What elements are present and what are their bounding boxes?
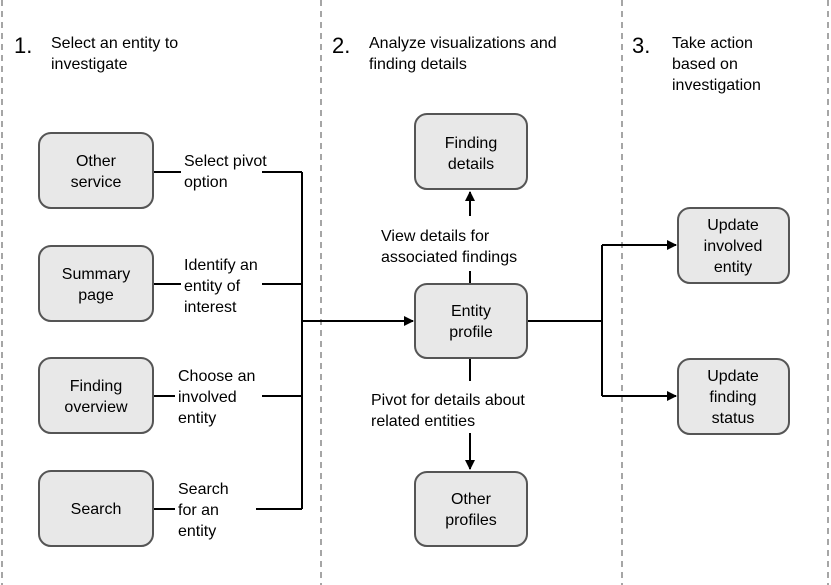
- box-label: details: [448, 156, 494, 173]
- column-title-line: finding details: [369, 56, 467, 73]
- connector-label: interest: [184, 299, 237, 316]
- column-header-3: 3. Take action based on investigation: [632, 33, 761, 94]
- source-connectors: [153, 171, 414, 510]
- column-title-line: based on: [672, 56, 738, 73]
- finding-overview-box[interactable]: Finding overview: [38, 357, 154, 434]
- box-label: Search: [71, 501, 122, 518]
- connector-label: related entities: [371, 413, 475, 430]
- column-number: 3.: [632, 33, 650, 58]
- view-details-label: View details for associated findings: [381, 228, 517, 266]
- source-label-1: Select pivot option: [184, 153, 267, 191]
- entity-profile-box[interactable]: Entity profile: [414, 283, 528, 359]
- column-title-line: Analyze visualizations and: [369, 35, 557, 52]
- other-profiles-box[interactable]: Other profiles: [414, 471, 528, 547]
- box-label: entity: [714, 259, 752, 276]
- connector-label: for an: [178, 502, 219, 519]
- connector-label: View details for: [381, 228, 490, 245]
- connector-label: Identify an: [184, 257, 258, 274]
- connector-label: involved: [178, 389, 237, 406]
- update-finding-status-box[interactable]: Update finding status: [677, 358, 790, 435]
- box-label: involved: [704, 238, 763, 255]
- column-header-1: 1. Select an entity to investigate: [14, 33, 178, 73]
- column-title-line: investigate: [51, 56, 128, 73]
- box-label: Update: [707, 368, 759, 385]
- box-label: overview: [64, 399, 128, 416]
- connector-label: associated findings: [381, 249, 517, 266]
- other-service-box[interactable]: Other service: [38, 132, 154, 209]
- box-label: status: [712, 410, 755, 427]
- source-label-3: Choose an involved entity: [178, 368, 255, 427]
- column-header-2: 2. Analyze visualizations and finding de…: [332, 33, 557, 73]
- column-number: 2.: [332, 33, 350, 58]
- connector-label: entity of: [184, 278, 241, 295]
- connector-label: Search: [178, 481, 229, 498]
- pivot-label: Pivot for details about related entities: [371, 392, 525, 430]
- box-label: page: [78, 287, 114, 304]
- column-title-line: Select an entity to: [51, 35, 178, 52]
- search-box[interactable]: Search: [38, 470, 154, 547]
- box-label: finding: [709, 389, 756, 406]
- box-label: Other: [76, 153, 117, 170]
- summary-page-box[interactable]: Summary page: [38, 245, 154, 322]
- box-label: Finding: [445, 135, 497, 152]
- connector-label: entity: [178, 410, 216, 427]
- box-label: profile: [449, 324, 493, 341]
- connector-label: Select pivot: [184, 153, 267, 170]
- connector-label: Pivot for details about: [371, 392, 525, 409]
- source-label-4: Search for an entity: [178, 481, 229, 540]
- column-title-line: Take action: [672, 35, 753, 52]
- column-number: 1.: [14, 33, 32, 58]
- column-title-line: investigation: [672, 77, 761, 94]
- box-label: Summary: [62, 266, 130, 283]
- connector-label: Choose an: [178, 368, 255, 385]
- connector-label: entity: [178, 523, 216, 540]
- box-label: Entity: [451, 303, 491, 320]
- box-label: Update: [707, 217, 759, 234]
- connector-label: option: [184, 174, 228, 191]
- finding-details-box[interactable]: Finding details: [414, 113, 528, 190]
- box-label: service: [71, 174, 122, 191]
- update-involved-entity-box[interactable]: Update involved entity: [677, 207, 790, 284]
- box-label: profiles: [445, 512, 497, 529]
- box-label: Other: [451, 491, 492, 508]
- box-label: Finding: [70, 378, 122, 395]
- source-label-2: Identify an entity of interest: [184, 257, 258, 316]
- action-connectors: [527, 240, 677, 401]
